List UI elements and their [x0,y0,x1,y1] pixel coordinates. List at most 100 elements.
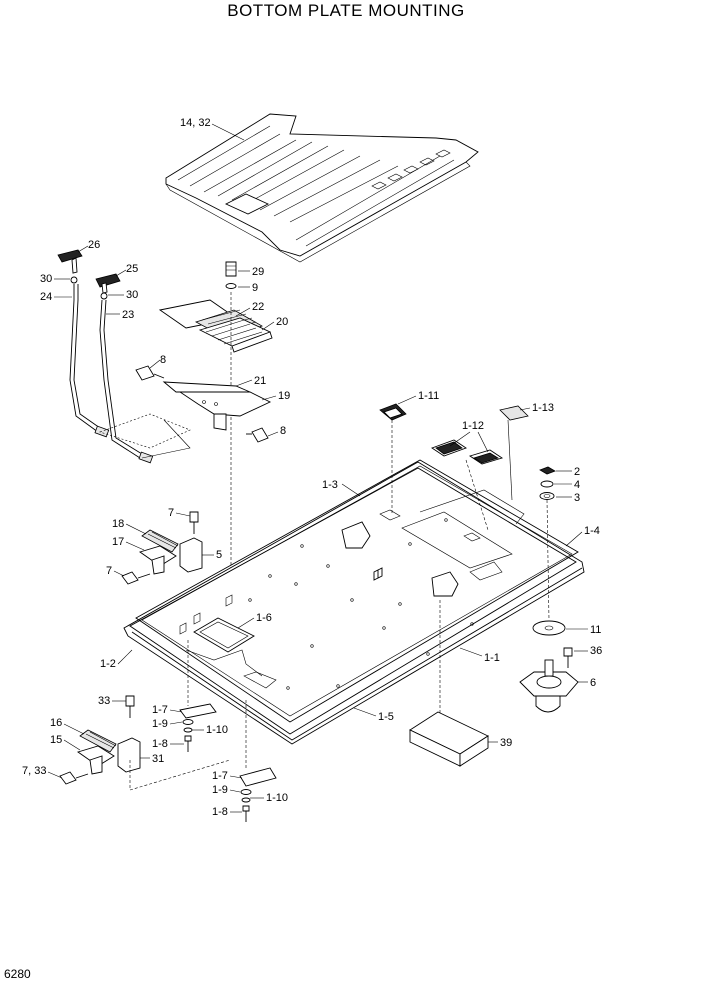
callout-label: 1-1 [484,652,500,664]
callout-label: 20 [276,316,288,328]
callout-label: 39 [500,737,512,749]
callout-5: 5 [202,549,222,561]
callout-label: 1-8 [152,738,168,750]
grommets-illustration [379,403,529,531]
callout-36: 36 [574,645,602,657]
lower-left-pedal-illustration [59,695,231,791]
bottom-plate-illustration [123,459,585,745]
callout-22: 22 [235,301,264,317]
callout-label: 18 [112,518,124,530]
callout-1-5: 1-5 [353,707,394,723]
callout-label: 25 [126,263,138,275]
callout-label: 14, 32 [180,117,211,129]
callout-label: 1-7 [152,704,168,716]
callout-label: 26 [88,239,100,251]
callout-label: 3 [574,492,580,504]
callout-1-9a: 1-9 [152,718,183,730]
callout-label: 7, 33 [22,765,46,777]
callout-19: 19 [261,390,290,402]
callout-1-4: 1-4 [565,525,600,547]
callout-label: 1-6 [256,612,272,624]
callout-31: 31 [140,753,164,765]
callout-1-10b: 1-10 [250,792,288,804]
callout-label: 1-3 [322,479,338,491]
callout-24: 24 [40,291,72,303]
callout-label: 24 [40,291,52,303]
callout-label: 1-9 [152,718,168,730]
callout-1-7a: 1-7 [152,704,183,716]
callout-label: 5 [216,549,222,561]
block-39-illustration [409,600,489,767]
callout-6: 6 [578,677,596,689]
callout-label: 1-12 [462,420,484,432]
callout-label: 1-4 [584,525,600,537]
callout-label: 1-11 [418,390,439,402]
callout-label: 8 [280,425,286,437]
callout-21: 21 [235,375,266,387]
clamp-set-b-illustration [239,700,277,822]
callout-label: 19 [278,390,290,402]
callout-26: 26 [77,239,100,253]
callout-label: 1-2 [100,658,116,670]
callout-8a: 8 [149,354,166,369]
cab-mount-illustration [519,466,579,713]
callout-1-8a: 1-8 [152,738,184,750]
callout-1-7b: 1-7 [212,770,243,782]
callout-2: 2 [556,466,580,478]
callout-label: 33 [98,695,110,707]
lever-rods-illustration [57,249,191,464]
callout-18: 18 [112,518,147,535]
callout-7b: 7 [106,565,125,577]
callout-label: 15 [50,734,62,746]
callout-1-1: 1-1 [459,647,500,664]
callout-label: 36 [590,645,602,657]
callout-1-2: 1-2 [100,649,133,670]
callout-30a: 30 [40,273,70,285]
callout-16: 16 [50,717,85,735]
callout-25: 25 [115,263,138,277]
callout-label: 1-10 [206,724,228,736]
travel-pedals-illustration [158,261,273,612]
callout-label: 29 [252,266,264,278]
callout-1-13: 1-13 [519,402,554,414]
clamp-set-a-illustration [179,640,217,752]
callout-11: 11 [566,624,601,636]
callout-1-3: 1-3 [322,479,361,497]
callout-label: 22 [252,301,264,313]
callout-17: 17 [112,536,145,551]
callout-9: 9 [238,282,258,294]
callout-label: 11 [590,624,601,636]
callout-4: 4 [554,479,580,491]
callout-20: 20 [261,316,288,331]
callout-label: 1-5 [378,711,394,723]
callout-15: 15 [50,734,81,751]
callout-label: 21 [254,375,266,387]
callout-label: 1-7 [212,770,228,782]
page-number: 6280 [4,967,31,981]
callout-label: 2 [574,466,580,478]
callout-label: 4 [574,479,580,491]
callout-30b: 30 [108,289,138,301]
callout-8b: 8 [267,425,286,437]
callout-1-11: 1-11 [397,390,439,405]
callout-39: 39 [488,737,512,749]
callout-label: 8 [160,354,166,366]
callout-label: 6 [590,677,596,689]
callout-14-32: 14, 32 [180,117,245,141]
callout-label: 7 [168,507,174,519]
callout-1-9b: 1-9 [212,784,241,796]
callout-7a: 7 [168,507,191,519]
callout-label: 9 [252,282,258,294]
callout-label: 31 [152,753,164,765]
callout-29: 29 [238,266,264,278]
callout-1-12: 1-12 [449,420,489,453]
callout-label: 1-13 [532,402,554,414]
callout-label: 7 [106,565,112,577]
callout-label: 23 [122,309,134,321]
callout-label: 1-8 [212,806,228,818]
callout-23: 23 [106,309,134,321]
upper-left-pedal-illustration [121,511,203,585]
floor-mat-illustration [165,113,479,263]
